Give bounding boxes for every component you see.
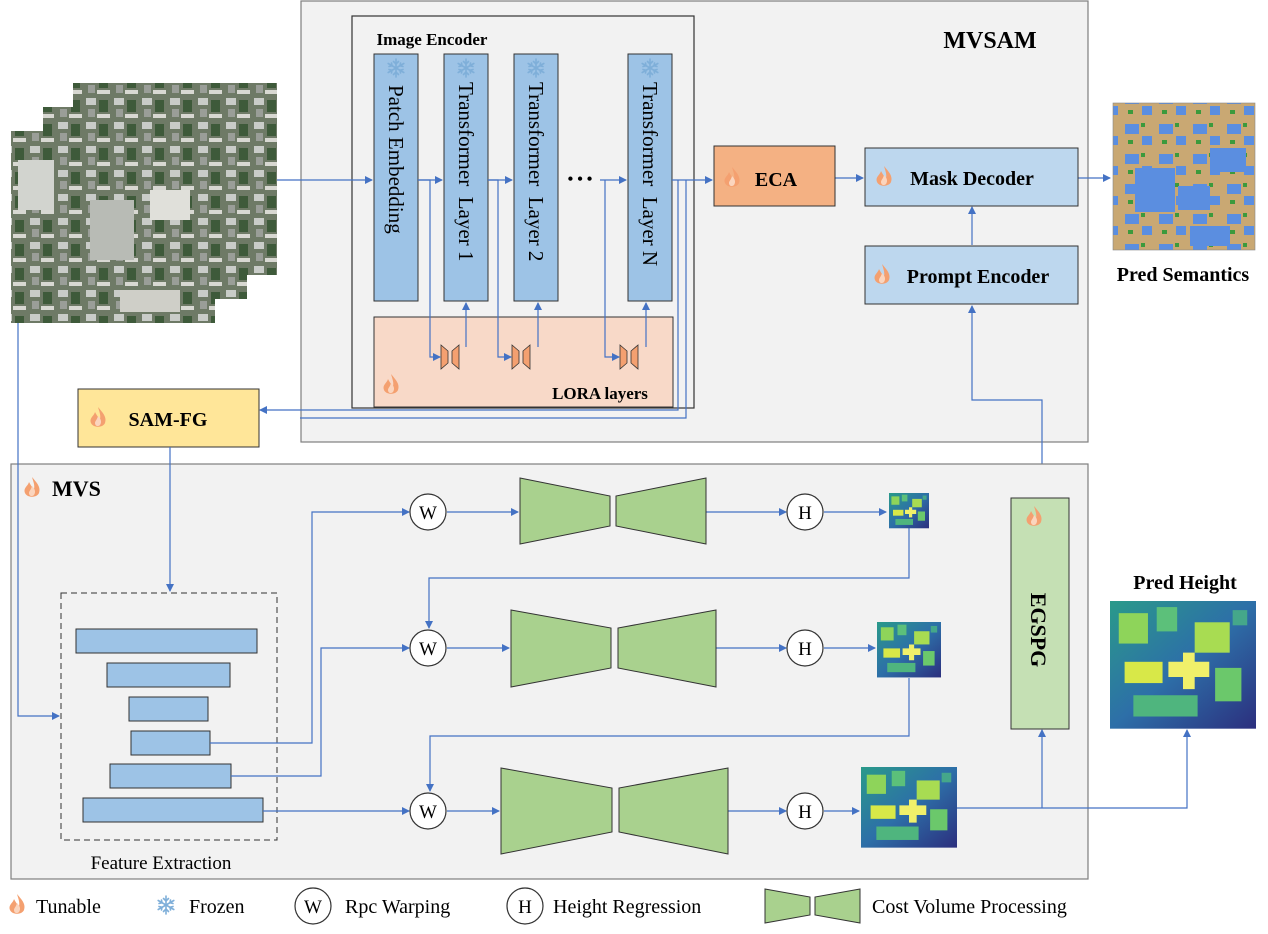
height-map-stage-3: [861, 767, 957, 848]
transformer-layer-2-label: Transformer Layer 2: [524, 82, 548, 261]
lora-adapter-1-icon: [440, 344, 460, 370]
legend-height-regression: Height Regression: [553, 896, 701, 918]
pred-semantics-label: Pred Semantics: [1117, 264, 1250, 286]
height-map-stage-2: [877, 622, 941, 678]
svg-text:W: W: [419, 639, 437, 660]
height-map-stage-1: [889, 493, 929, 529]
layer-ellipsis: • • •: [568, 171, 593, 188]
pred-semantics-buildings: [1135, 148, 1246, 246]
legend-cost-volume-processing: Cost Volume Processing: [872, 896, 1067, 918]
legend-warp-circle: [294, 887, 332, 925]
legend-tunable: Tunable: [36, 896, 101, 918]
legend-frozen: Frozen: [189, 896, 245, 918]
lora-adapter-n-icon: [619, 344, 639, 370]
mvs-flow-arrows: [17, 323, 1191, 815]
patch-embedding-block: [373, 53, 419, 302]
lora-adapter-2-icon: [511, 344, 531, 370]
mvs-title: MVS: [52, 476, 101, 501]
legend-height-circle: [506, 887, 544, 925]
lora-label: LORA layers: [552, 384, 648, 403]
image-encoder-box: [351, 15, 695, 409]
cost-volume-stage-2: [510, 609, 717, 688]
mask-decoder-label: Mask Decoder: [910, 168, 1034, 190]
encoder-flow-arrows: [259, 174, 1111, 497]
mvsam-title: MVSAM: [943, 28, 1036, 54]
height-node-3: H: [786, 792, 824, 830]
sam-fg-block: [77, 388, 260, 448]
transformer-layer-1-block: [443, 53, 489, 302]
feature-extraction-box: [60, 592, 278, 841]
transformer-layer-2-block: [513, 53, 559, 302]
transformer-layer-n-block: [627, 53, 673, 302]
mask-decoder-block: [864, 147, 1079, 207]
legend-warp-symbol: W: [304, 897, 322, 918]
transformer-layer-1-label: Transformer Layer 1: [454, 82, 478, 261]
egspg-label: EGSPG: [1026, 593, 1051, 668]
warp-node-3: W: [409, 792, 447, 830]
egspg-block: [1010, 497, 1070, 730]
svg-text:H: H: [798, 503, 812, 524]
svg-text:H: H: [798, 639, 812, 660]
legend-cost-volume-icon: [764, 888, 861, 924]
cost-volume-stage-1: [519, 477, 707, 545]
pred-height-image: [1110, 601, 1256, 729]
legend-rpc-warping: Rpc Warping: [345, 896, 450, 918]
warp-node-1: W: [409, 493, 447, 531]
prompt-encoder-block: [864, 245, 1079, 305]
feature-extraction-label: Feature Extraction: [91, 853, 232, 874]
image-encoder-title: Image Encoder: [377, 30, 488, 49]
eca-block: [713, 145, 836, 207]
svg-text:W: W: [419, 503, 437, 524]
legend-flame-icon: [9, 894, 25, 914]
svg-text:W: W: [419, 802, 437, 823]
svg-text:H: H: [798, 802, 812, 823]
pred-semantics-image: [1112, 102, 1256, 251]
prompt-encoder-label: Prompt Encoder: [907, 266, 1050, 288]
height-node-2: H: [786, 629, 824, 667]
height-node-1: H: [786, 493, 824, 531]
legend-height-symbol: H: [518, 897, 532, 918]
eca-label: ECA: [755, 169, 798, 191]
sam-fg-label: SAM-FG: [129, 409, 208, 431]
cost-volume-stage-3: [500, 767, 729, 855]
pred-height-label: Pred Height: [1133, 572, 1237, 594]
legend: Tunable Frozen W Rpc Warping H Height Re…: [9, 887, 1067, 925]
patch-embedding-label: Patch Embedding: [384, 85, 408, 234]
warp-node-2: W: [409, 629, 447, 667]
input-satellite-images: [11, 83, 277, 323]
transformer-layer-n-label: Transformer Layer N: [638, 82, 662, 266]
legend-snowflake-icon: [157, 895, 175, 915]
